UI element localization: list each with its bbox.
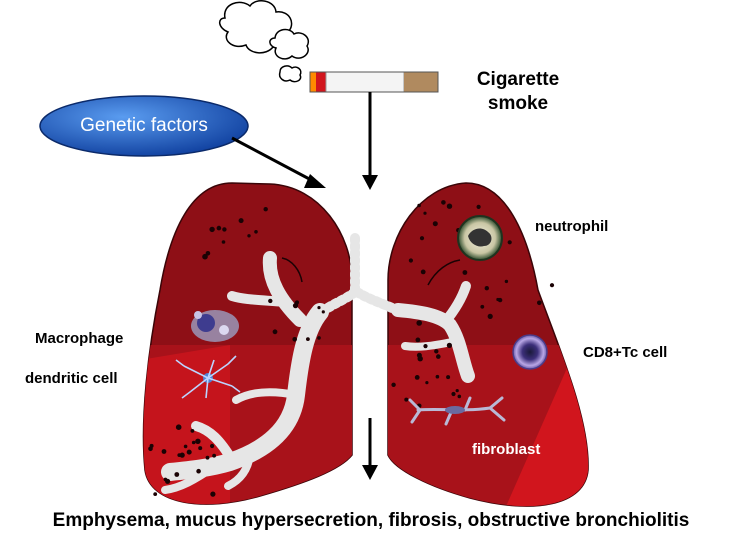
mucus-dot [434, 349, 439, 354]
small-airway-lines [281, 257, 461, 286]
mucus-dot [186, 449, 192, 455]
macrophage-label: Macrophage [35, 330, 124, 347]
mucus-dot [496, 297, 500, 302]
mucus-dot [165, 478, 171, 484]
mucus-dot [441, 200, 446, 205]
smoke-cloud-icon [219, 0, 309, 83]
dendritic-cell-icon [175, 355, 241, 399]
mucus-dot [268, 298, 273, 304]
mucus-dot [419, 236, 425, 241]
mucus-dot [537, 300, 542, 306]
mucus-dot [416, 320, 423, 326]
mucus-dot [222, 227, 227, 232]
mucus-dot [153, 492, 158, 496]
cigarette-smoke-line1: Cigarette [476, 69, 560, 90]
mucus-dot [272, 329, 278, 335]
arrow-down-icon [362, 175, 378, 190]
macrophage-icon [191, 310, 239, 342]
neutrophil-icon [457, 215, 503, 261]
mucus-dot [415, 337, 421, 343]
cigarette-smoke-line2: smoke [487, 93, 549, 114]
mucus-dot [436, 354, 441, 359]
mucus-dot [420, 269, 426, 275]
mucus-dot [549, 283, 555, 288]
mucus-dot [191, 440, 196, 445]
mucus-dot [432, 221, 438, 227]
outcome-caption: Emphysema, mucus hypersecretion, fibrosi… [52, 510, 690, 531]
mucus-dot [161, 449, 167, 454]
mucus-dot [210, 443, 215, 449]
mucus-dot [221, 240, 226, 244]
mucus-dot [476, 204, 481, 209]
mucus-dot [446, 375, 451, 380]
cigarette-icon [309, 71, 439, 93]
mucus-dot [179, 452, 185, 458]
mucus-dot [487, 313, 493, 319]
arrow-right-icon [304, 174, 326, 188]
mucus-dot [177, 453, 182, 457]
mucus-dot [462, 270, 468, 275]
mucus-dot [216, 225, 222, 231]
mucus-dot [183, 444, 188, 449]
mucus-dot [238, 218, 244, 224]
mucus-dot [480, 304, 485, 309]
cd8-tc-cell-label: CD8+Tc cell [583, 344, 668, 361]
fibroblast-icon [408, 396, 506, 426]
mucus-dot [457, 394, 462, 399]
mucus-dot [416, 352, 422, 358]
arrows [231, 92, 378, 480]
mucus-dot [451, 391, 456, 397]
mucus-dot [195, 438, 201, 444]
mucus-dot [210, 491, 216, 497]
mucus-dot [198, 446, 203, 451]
mucus-dot [202, 253, 208, 260]
arrow-down-icon [362, 465, 378, 480]
mucus-dot [292, 337, 298, 342]
mucus-dot [423, 211, 427, 215]
mucus-dot [148, 446, 153, 452]
genetic-factors-label: Genetic factors [80, 115, 208, 136]
mucus-dot [423, 344, 428, 349]
neutrophil-label: neutrophil [535, 218, 609, 235]
cd8-tc-cell-icon [512, 334, 548, 370]
right-lung [387, 182, 589, 507]
mucus-dot [417, 203, 421, 208]
mucus-dot [317, 336, 321, 340]
mucus-dot [404, 397, 409, 402]
airway-tree [161, 233, 475, 494]
mucus-dot [247, 234, 251, 238]
mucus-dot [425, 381, 429, 385]
mucus-dot [306, 337, 310, 341]
mucus-dot [408, 258, 413, 263]
mucus-dot [205, 251, 211, 256]
mucus-dot [175, 424, 182, 431]
mucus-dot [484, 286, 489, 291]
mucus-dot [190, 429, 195, 433]
mucus-dot [455, 389, 459, 393]
genetic-factors-ellipse [39, 95, 249, 157]
mucus-dot [391, 382, 396, 387]
mucus-dot [205, 455, 210, 460]
mucus-dot [254, 230, 258, 234]
cigarette-smoke-label: Cigarette smoke [462, 68, 574, 116]
mucus-dot [294, 300, 299, 305]
mucus-dot [414, 375, 420, 380]
fibroblast-label: fibroblast [472, 441, 541, 458]
mucus-dot [196, 468, 201, 474]
mucus-dot [263, 207, 268, 212]
mucus-dot [446, 342, 452, 348]
mucus-dot [435, 374, 440, 379]
mucus-dot [504, 279, 509, 284]
mucus-dot [174, 472, 180, 477]
mucus-dot [507, 240, 512, 245]
mucus-dot [317, 306, 321, 310]
mucus-dot [212, 453, 217, 458]
mucus-dot [446, 203, 453, 209]
mucus-dot [209, 226, 215, 233]
mucus-dot [321, 310, 325, 314]
dendritic-cell-label: dendritic cell [25, 370, 118, 387]
